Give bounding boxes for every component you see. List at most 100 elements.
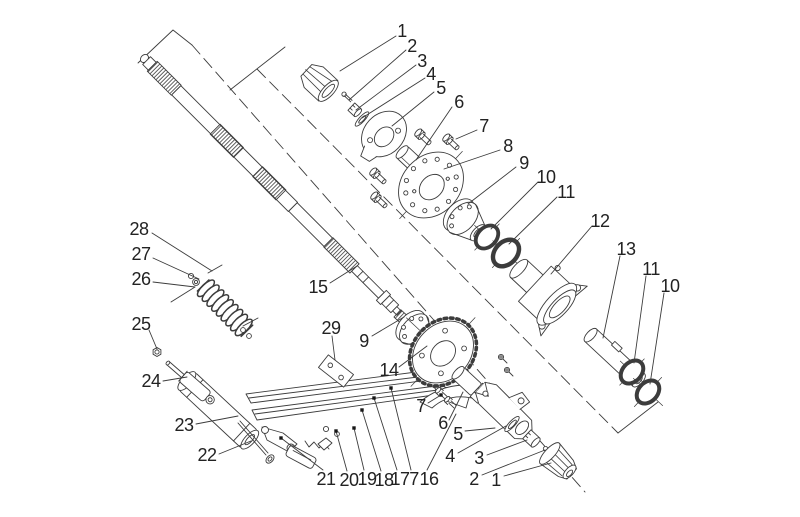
part-label: 7 <box>479 116 489 136</box>
part-label: 2 <box>469 469 479 489</box>
shock-damper <box>165 360 215 405</box>
leader-line <box>148 329 158 350</box>
leader-line <box>448 391 464 421</box>
part-label: 16 <box>419 469 439 489</box>
leader-line <box>464 427 496 432</box>
brake-flange <box>360 110 407 162</box>
leader-line <box>348 49 407 101</box>
part-label: 26 <box>131 269 151 289</box>
bolt-group-top <box>369 128 460 209</box>
brake-pedal-group <box>261 425 340 469</box>
part-label: 11 <box>642 259 660 279</box>
hub-cap-bottom <box>539 442 577 480</box>
part-label: 5 <box>436 78 446 98</box>
leader-dot <box>372 396 376 400</box>
part-label: 12 <box>590 211 610 231</box>
seal-ring-top <box>473 223 501 251</box>
part-label: 14 <box>379 360 399 380</box>
hub-cap-top <box>300 64 339 102</box>
part-label: 25 <box>131 314 151 334</box>
leader-line <box>503 462 552 477</box>
labels-layer: 1234567891011121311101528272625242322299… <box>129 21 680 490</box>
leader-line <box>508 196 558 245</box>
part-label: 3 <box>417 51 427 71</box>
part-label: 7 <box>409 469 419 489</box>
part-label: 9 <box>359 331 369 351</box>
leader-dot <box>279 436 283 440</box>
leader-line <box>457 425 507 454</box>
leader-line <box>427 394 442 404</box>
leader-line <box>331 335 336 361</box>
part-label: 21 <box>316 469 336 489</box>
leader-line <box>467 166 517 205</box>
part-label: 27 <box>131 244 151 264</box>
leader-line <box>218 440 252 455</box>
bearing-bottom-right <box>618 358 646 386</box>
leader-dot <box>352 426 356 430</box>
swingarm-bolt <box>237 420 275 464</box>
leader-line <box>335 430 348 472</box>
leader-line <box>390 387 412 471</box>
part-label: 1 <box>397 21 407 41</box>
leader-line <box>415 106 453 161</box>
part-label: 11 <box>557 182 575 202</box>
leader-line <box>329 265 358 284</box>
castle-nut-bottom <box>522 429 541 448</box>
axle-shaft <box>139 53 402 316</box>
part-label: 10 <box>660 276 680 296</box>
leader-line <box>280 437 324 471</box>
brake-disc <box>398 151 464 219</box>
part-label: 19 <box>357 469 377 489</box>
part-label: 1 <box>491 470 501 490</box>
leader-line <box>486 439 528 456</box>
leader-line <box>371 316 405 337</box>
leader-line <box>361 77 426 119</box>
leader-line <box>481 449 546 476</box>
part-label: 4 <box>445 446 455 466</box>
part-label: 18 <box>374 470 394 490</box>
part-label: 22 <box>197 445 217 465</box>
part-label: 7 <box>416 396 426 416</box>
leader-line <box>455 129 478 140</box>
caliper-bracket <box>475 381 533 440</box>
bolts-bottom <box>434 387 457 409</box>
spring-top-hardware <box>187 264 259 339</box>
leader-line <box>355 64 417 111</box>
part-label: 24 <box>141 371 161 391</box>
coil-spring <box>196 279 254 338</box>
part-label: 20 <box>339 470 359 490</box>
seal-ring-bottom-right <box>633 377 663 407</box>
shock-absorber <box>152 264 259 405</box>
leader-line <box>398 345 428 368</box>
part-label: 15 <box>308 277 328 297</box>
leader-line <box>550 225 593 275</box>
leader-line <box>361 409 382 472</box>
shock-nut <box>152 347 162 357</box>
leader-line <box>151 232 213 272</box>
leader-line <box>339 35 397 72</box>
part-label: 4 <box>426 64 436 84</box>
leader-line <box>649 292 665 385</box>
bearing-carrier <box>509 258 588 337</box>
part-label: 28 <box>129 219 149 239</box>
leader-line <box>426 413 457 471</box>
leader-line <box>443 149 501 170</box>
cotter-pin-top <box>341 91 353 103</box>
bearing-top <box>490 237 522 269</box>
leader-line <box>162 376 188 382</box>
leader-line <box>152 257 200 280</box>
castle-nut-top <box>347 102 363 118</box>
mount-plate <box>318 354 354 388</box>
part-label: 5 <box>453 424 463 444</box>
leader-line <box>353 427 365 471</box>
leader-dot <box>360 408 364 412</box>
upper-axle-group <box>300 64 663 407</box>
leader-line <box>391 91 435 127</box>
part-label: 6 <box>438 413 448 433</box>
part-label: 9 <box>519 153 529 173</box>
washer-bottom <box>504 415 520 433</box>
part-label: 17 <box>390 469 410 489</box>
sprocket-screws <box>497 353 514 377</box>
